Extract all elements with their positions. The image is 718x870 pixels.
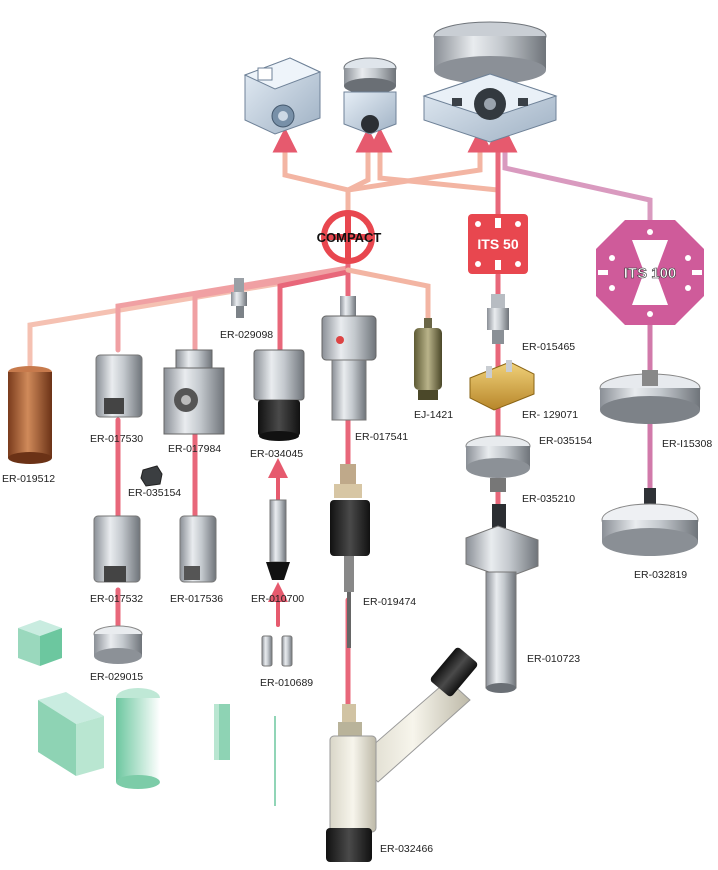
label-er-019474: ER-019474 [363,596,416,608]
part-er-017541[interactable] [321,296,377,421]
part-er-010700[interactable] [266,499,290,580]
chuck-compact-round [343,57,397,135]
decorative-green-shapes [18,620,276,806]
part-er-032819[interactable] [601,488,699,556]
label-er-017536: ER-017536 [170,593,223,605]
label-er-015465: ER-015465 [522,341,575,353]
label-er-029098: ER-029098 [220,329,273,341]
part-er-035154-left[interactable] [140,465,163,487]
label-er-035210: ER-035210 [522,493,575,505]
part-er-035210[interactable] [465,435,531,492]
hub-its100[interactable]: ITS 100 [596,220,704,325]
part-er-017532[interactable] [93,515,141,583]
label-er-019512: ER-019512 [2,473,55,485]
part-er-i15308[interactable] [599,370,701,424]
label-er-029015: ER-029015 [90,671,143,683]
part-er-019474[interactable] [330,464,370,648]
label-er-010689: ER-010689 [260,677,313,689]
part-er-017536[interactable] [179,515,217,583]
label-er-010700: ER-010700 [251,593,304,605]
label-er-017541: ER-017541 [355,431,408,443]
link-compact-to-chuck-left [272,127,351,215]
part-labels: ER-019512 ER-017530 ER-017984 ER-029098 … [2,329,712,855]
hub-its50[interactable]: ITS 50 [468,214,528,274]
label-er-i15308: ER-I15308 [662,438,712,450]
hub-compact[interactable]: COMPACT [317,210,382,264]
label-er-010723: ER-010723 [527,653,580,665]
hub-its100-label: ITS 100 [624,265,677,282]
link-compact-branch-017984 [192,267,351,353]
link-compact-branch-ej1421 [345,267,431,323]
part-er-029015[interactable] [93,625,143,664]
chuck-its-large [422,21,558,143]
chuck-compact-block [243,57,322,135]
part-er-029098[interactable] [231,278,247,318]
label-er-017532: ER-017532 [90,593,143,605]
part-er-032466[interactable] [326,646,479,862]
label-er-035154-right: ER-035154 [539,435,592,447]
green-cylinder [116,688,160,789]
part-er-129071[interactable] [469,360,535,411]
part-er-019512[interactable] [8,366,52,464]
connection-lines [27,127,653,713]
label-er-035154-left: ER-035154 [128,487,181,499]
part-ej-1421[interactable] [414,318,442,400]
part-er-017530[interactable] [95,354,143,418]
green-cube-small [18,620,62,666]
hub-compact-label: COMPACT [317,230,382,245]
label-er-129071: ER- 129071 [522,409,578,421]
label-er-034045: ER-034045 [250,448,303,460]
label-ej-1421: EJ-1421 [414,409,453,421]
green-bar [214,704,230,760]
green-slab [38,692,104,776]
link-compact-to-chuck-mid [345,127,381,215]
part-er-017984[interactable] [163,349,225,435]
part-er-034045[interactable] [253,349,305,441]
part-er-010723[interactable] [465,504,539,693]
part-er-015465[interactable] [487,294,509,344]
link-its100-to-chuck-right [492,127,653,223]
link-compact-branch-034045 [277,269,351,353]
part-er-010689[interactable] [261,635,293,667]
hub-its50-label: ITS 50 [477,236,518,252]
label-er-017530: ER-017530 [90,433,143,445]
label-er-017984: ER-017984 [168,443,221,455]
label-er-032819: ER-032819 [634,569,687,581]
label-er-032466: ER-032466 [380,843,433,855]
